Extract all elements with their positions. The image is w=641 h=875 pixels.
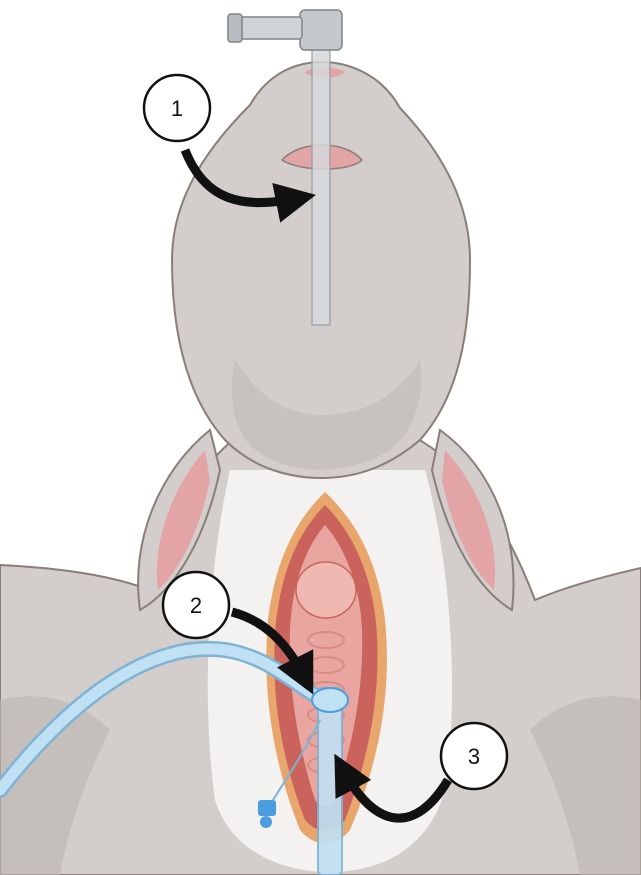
oral-tube [312,40,330,325]
callout-2: 2 [163,572,229,638]
callout-2-label: 2 [190,593,202,618]
callout-3: 3 [441,723,507,789]
cannula-vertical [318,688,342,875]
pilot-balloon [260,816,272,828]
larynx [296,562,356,618]
pilot-connector [258,800,276,816]
callout-1: 1 [144,75,210,141]
cannula-cuff [312,688,348,712]
tube-connector-arm [240,17,302,39]
callout-1-label: 1 [171,96,183,121]
tube-connector-body [300,10,342,50]
tube-connector-cap [228,14,242,42]
callout-3-label: 3 [468,744,480,769]
